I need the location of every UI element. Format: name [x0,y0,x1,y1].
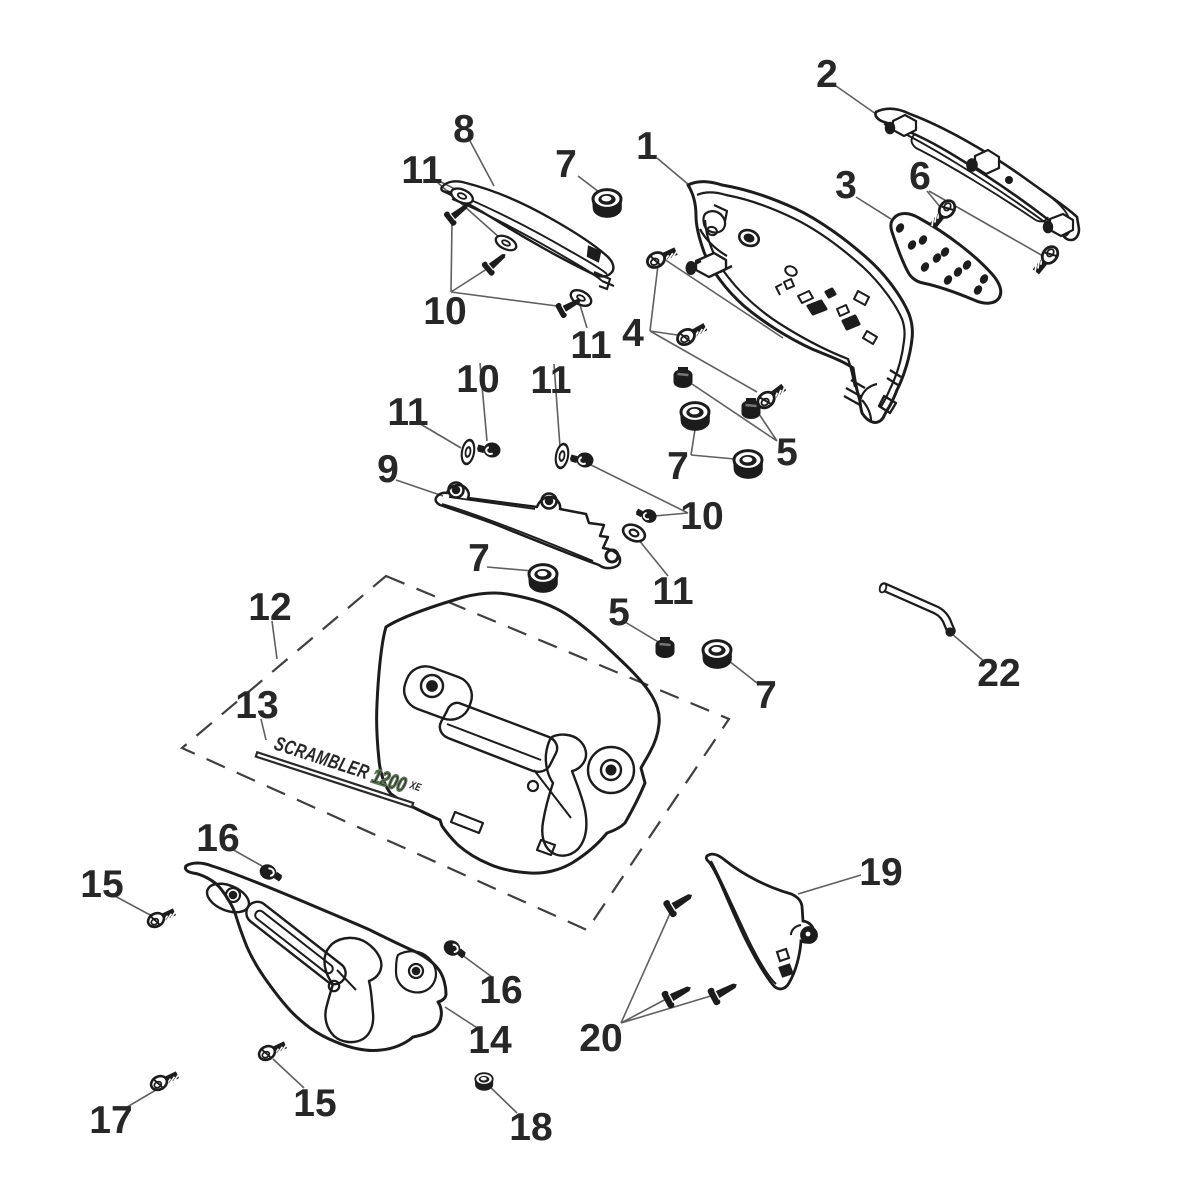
svg-text:14: 14 [468,1019,512,1062]
svg-text:10: 10 [680,495,723,538]
svg-text:15: 15 [293,1082,336,1125]
svg-text:20: 20 [579,1017,622,1060]
svg-text:XE: XE [407,779,422,795]
svg-text:16: 16 [479,969,522,1012]
svg-text:2: 2 [816,53,838,96]
svg-text:6: 6 [909,155,931,198]
svg-text:10: 10 [423,290,466,333]
svg-text:7: 7 [555,143,577,186]
svg-text:7: 7 [755,674,777,717]
svg-text:17: 17 [89,1099,132,1142]
svg-text:11: 11 [530,359,571,402]
svg-text:22: 22 [977,652,1020,695]
svg-text:15: 15 [80,863,123,906]
svg-text:1: 1 [636,125,658,168]
svg-text:16: 16 [196,817,239,860]
svg-text:5: 5 [776,431,798,474]
svg-text:11: 11 [652,570,693,613]
svg-text:5: 5 [608,591,630,634]
svg-text:9: 9 [377,448,399,491]
svg-text:11: 11 [570,324,611,367]
svg-text:7: 7 [468,537,490,580]
svg-text:11: 11 [401,149,442,192]
svg-text:8: 8 [453,108,475,151]
svg-text:10: 10 [456,358,499,401]
svg-text:7: 7 [667,445,689,488]
svg-text:12: 12 [248,586,291,629]
svg-text:18: 18 [509,1106,552,1149]
svg-text:11: 11 [387,391,428,434]
svg-text:13: 13 [235,684,278,727]
svg-text:3: 3 [835,164,857,207]
svg-text:4: 4 [622,312,644,355]
svg-text:19: 19 [859,851,902,894]
